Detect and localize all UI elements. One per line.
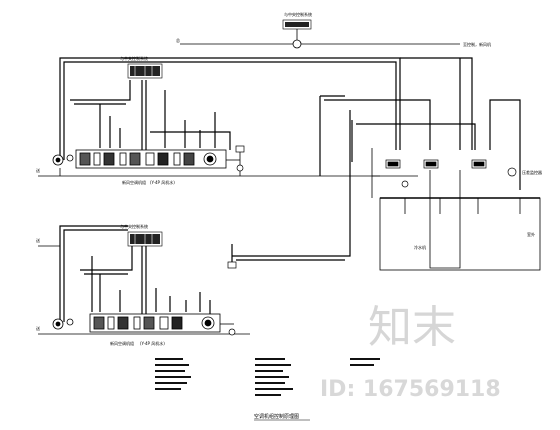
lower-controller: [127, 231, 163, 247]
upper-right-sensors: [235, 145, 245, 172]
upper-supply-label: 送: [36, 167, 40, 173]
upper-controller: [127, 63, 163, 79]
lower-controller-label: 与中央控制系统: [120, 223, 148, 229]
upper-left-fan: [52, 154, 74, 166]
legend-left: [155, 358, 191, 390]
lower-ahu: [89, 313, 221, 333]
top-controller: [282, 19, 312, 49]
top-right-note: 至控制，新风机: [463, 41, 491, 47]
upper-supply-line: [38, 150, 380, 177]
upper-controller-label: 与中央控制系统: [120, 55, 148, 61]
lower-supply-label-a: 送: [36, 237, 40, 243]
watermark-brand: 知末: [368, 302, 456, 353]
top-bus: [180, 28, 460, 45]
lower-supply-line: [38, 245, 250, 335]
plant-valves: [385, 159, 517, 188]
legend-right: [350, 358, 380, 366]
watermark-id: ID: 167569118: [320, 377, 501, 402]
lower-pipework: [59, 110, 351, 322]
plant-room: [371, 148, 541, 271]
top-controller-label: 与中央控制系统: [284, 11, 312, 17]
lower-supply-label-b: 送: [36, 325, 40, 331]
upper-unit-tag: (Y-4P 风机水): [150, 179, 175, 185]
upper-unit-name: 新风空调机组: [122, 179, 146, 185]
outdoor-label: 室外: [527, 231, 535, 237]
lower-unit-tag: (Y-4P 风机水): [140, 340, 165, 346]
lower-left-fan: [52, 318, 74, 330]
plant-room-label: 冷水机: [414, 244, 426, 250]
legend-middle: [255, 358, 293, 396]
upper-pipework: [59, 57, 521, 190]
lower-unit-name: 新风空调机组: [110, 340, 134, 346]
bus-start-label: 总: [176, 37, 180, 43]
right-device-label: 压差监控器: [522, 169, 542, 175]
lower-right-sensors: [227, 261, 237, 336]
upper-ahu: [75, 149, 227, 169]
drawing-title: 空调机组控制原理图: [254, 413, 299, 420]
